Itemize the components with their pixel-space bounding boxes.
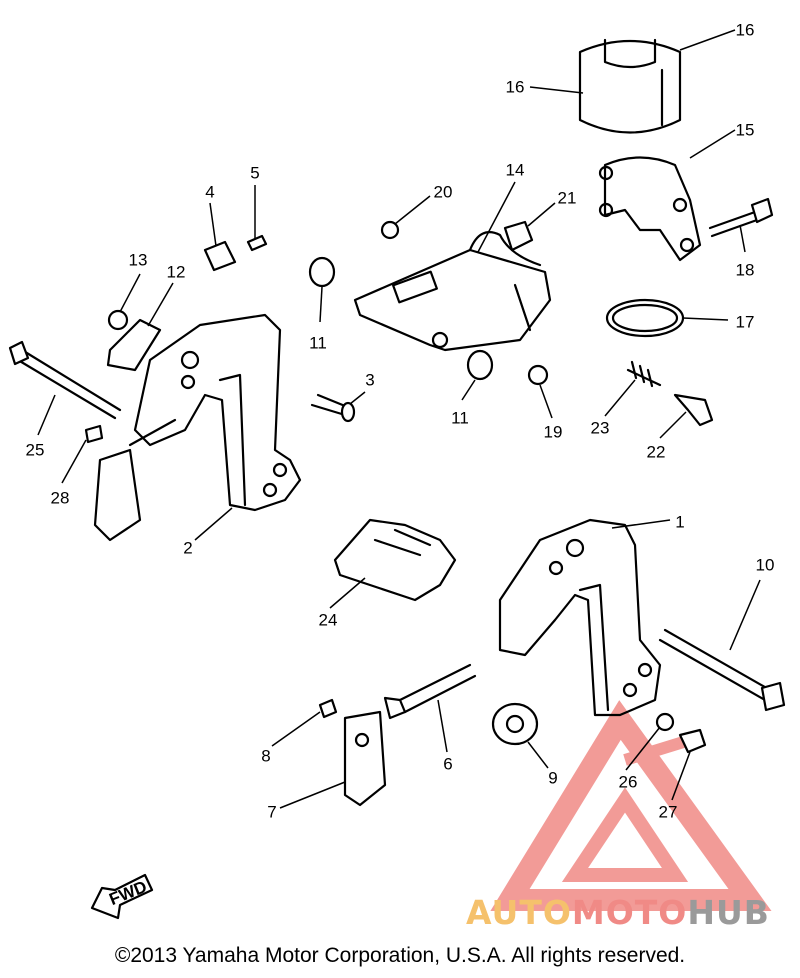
part-7-handle [343,710,387,807]
part-10-bolt [658,628,786,712]
callout-17: 17 [736,313,755,332]
callout-10: 10 [756,556,775,575]
callout-19: 19 [544,423,563,442]
callout-26: 26 [619,773,638,792]
watermark-logo [490,700,772,911]
part-9-pad [491,702,539,746]
part-24-tilt-stopper [333,518,457,602]
part-3-pin [310,393,356,423]
callout-21: 21 [558,189,577,208]
part-15-clamp-bracket [598,156,702,262]
part-11-washer-lower [466,349,494,381]
callout-3: 3 [365,371,374,390]
callout-11-lower: 11 [451,409,469,428]
part-14-swivel-bracket [353,231,552,352]
callout-13: 13 [129,251,148,270]
watermark-text: AUTOMOTOHUB [466,893,770,932]
callout-27: 27 [659,803,678,822]
copyright-footer: ©2013 Yamaha Motor Corporation, U.S.A. A… [114,944,686,967]
part-16-sleeve [578,38,682,134]
callout-5: 5 [250,164,259,183]
part-21-cap [503,220,534,252]
callout-23: 23 [591,419,610,438]
part-11-washer-upper [308,256,336,288]
part-17-o-ring [605,298,685,338]
callout-24: 24 [319,611,338,630]
part-23-spring [626,360,662,388]
callout-12: 12 [167,263,186,282]
leader-lines [37,29,761,809]
fwd-label: FWD [106,877,149,909]
callout-7: 7 [267,803,276,822]
part-5-pin [246,234,268,252]
part-18-bolt [708,197,774,238]
watermark-hub: HUB [687,893,770,932]
callout-15: 15 [736,121,755,140]
callout-20: 20 [434,183,453,202]
callout-22: 22 [647,443,666,462]
part-2-clamp-bracket-left [133,313,302,512]
part-1-clamp-bracket-right [498,518,662,717]
callout-16-lower: 16 [506,78,525,97]
callout-6: 6 [443,755,452,774]
part-28-pin [84,424,104,444]
callout-4: 4 [205,183,214,202]
callout-16-upper: 16 [736,21,755,40]
callout-28: 28 [51,489,70,508]
callout-1: 1 [675,513,684,532]
part-4-bushing [203,240,237,272]
fwd-arrow-icon: FWD [90,873,154,920]
callout-9: 9 [548,769,557,788]
part-20-nut [380,220,400,240]
callout-14: 14 [506,161,525,180]
part-27-wing-nut [678,728,707,754]
watermark-moto: MOTO [571,893,688,932]
part-22-wing-screw [673,393,714,427]
part-13-nut [107,309,129,331]
part-26-washer [655,712,675,732]
watermark-auto: AUTO [466,893,572,932]
part-25-bolt [8,340,122,420]
part-6-screw [383,663,477,720]
part-8-pin [318,698,338,719]
callout-25: 25 [26,441,45,460]
callout-11-upper: 11 [309,334,327,353]
callout-8: 8 [261,747,270,766]
part-clamp-screw-left [93,418,177,542]
part-12-plate [106,318,162,372]
callout-18: 18 [736,261,755,280]
callout-2: 2 [183,539,192,558]
part-19-nut [527,364,549,386]
callout-labels: 16 16 15 14 20 21 18 17 4 5 13 12 11 11 … [26,21,775,822]
